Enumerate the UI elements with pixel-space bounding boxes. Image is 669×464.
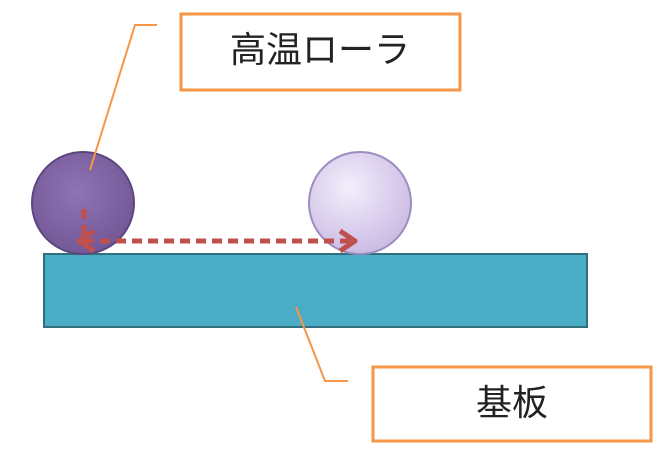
motion-arrow xyxy=(81,209,350,244)
roller-label: 高温ローラ xyxy=(230,30,410,71)
substrate-plate xyxy=(43,253,588,328)
roller-end-circle xyxy=(308,151,412,255)
roller-callout-box xyxy=(179,12,462,92)
arrow-head-right-icon xyxy=(338,228,358,254)
substrate-leader-line xyxy=(295,306,348,382)
substrate-callout-box xyxy=(371,365,653,443)
substrate-label: 基板 xyxy=(476,383,548,424)
arrow-head-left-icon xyxy=(76,228,96,254)
roller-leader-line xyxy=(89,24,157,171)
roller-callout: 高温ローラ xyxy=(179,12,462,92)
substrate-callout: 基板 xyxy=(371,365,653,443)
roller-start-circle xyxy=(31,151,135,255)
